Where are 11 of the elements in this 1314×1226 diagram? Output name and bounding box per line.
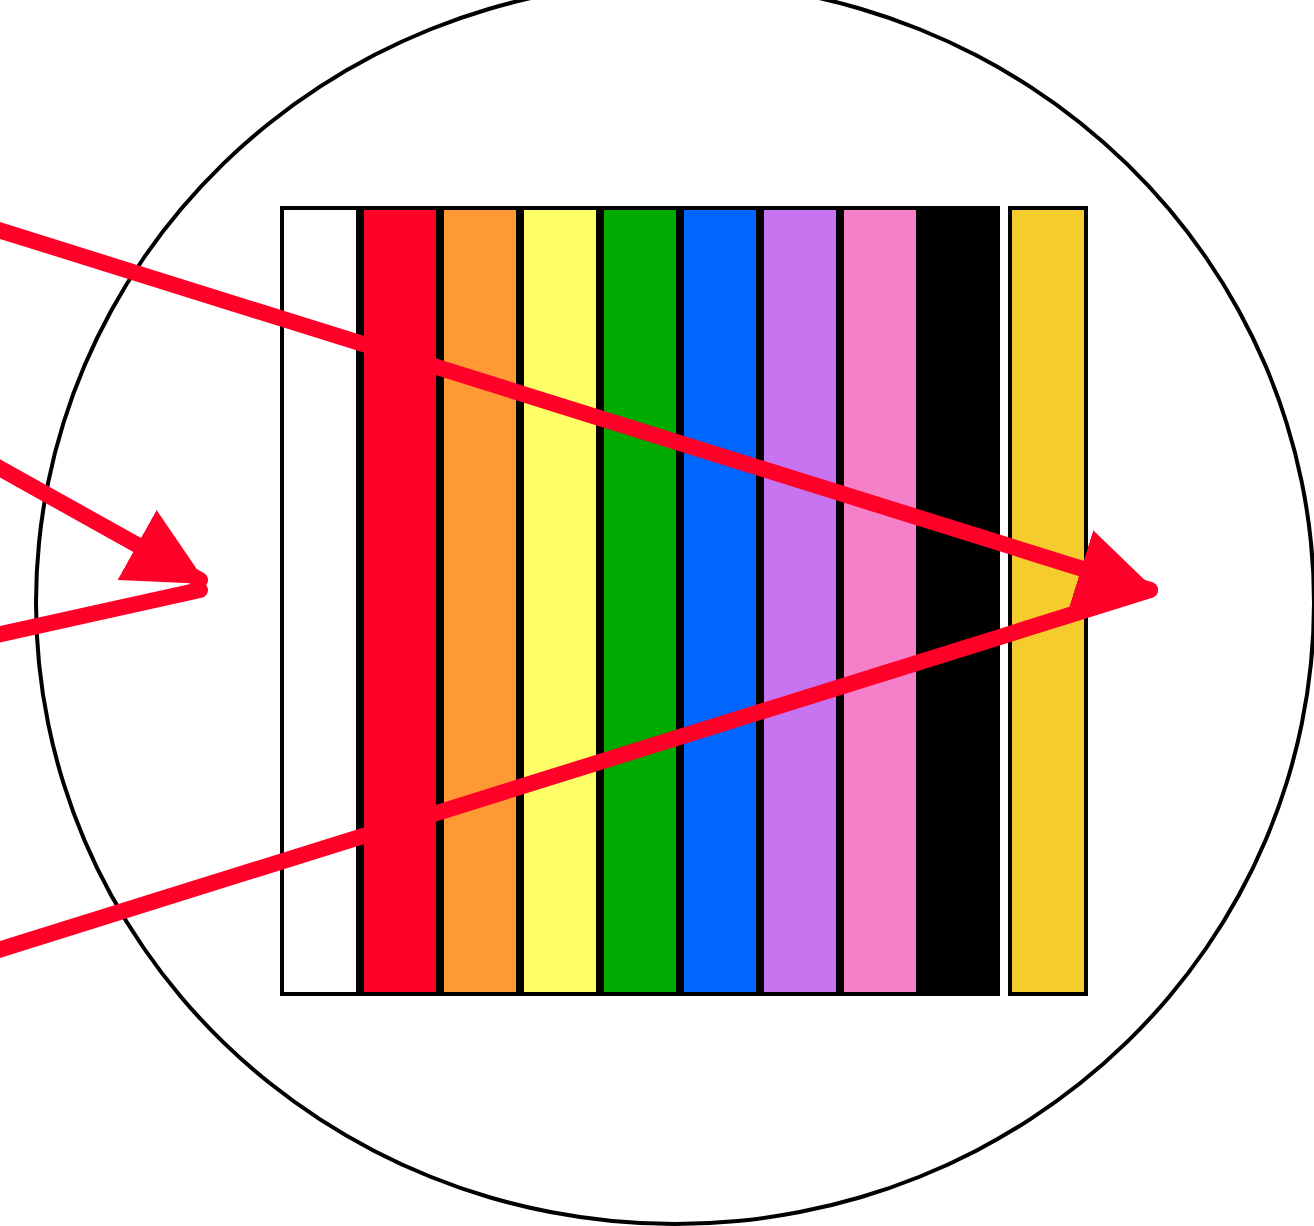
colored-bar bbox=[1008, 206, 1088, 996]
colored-bar bbox=[520, 206, 600, 996]
colored-bar bbox=[360, 206, 440, 996]
colored-bar bbox=[840, 206, 920, 996]
colored-bar bbox=[920, 206, 1000, 996]
colored-bar bbox=[440, 206, 520, 996]
colored-bar bbox=[280, 206, 360, 996]
colored-bar bbox=[760, 206, 840, 996]
circle-outline bbox=[34, 0, 1314, 1226]
colored-bar bbox=[600, 206, 680, 996]
colored-bar bbox=[680, 206, 760, 996]
